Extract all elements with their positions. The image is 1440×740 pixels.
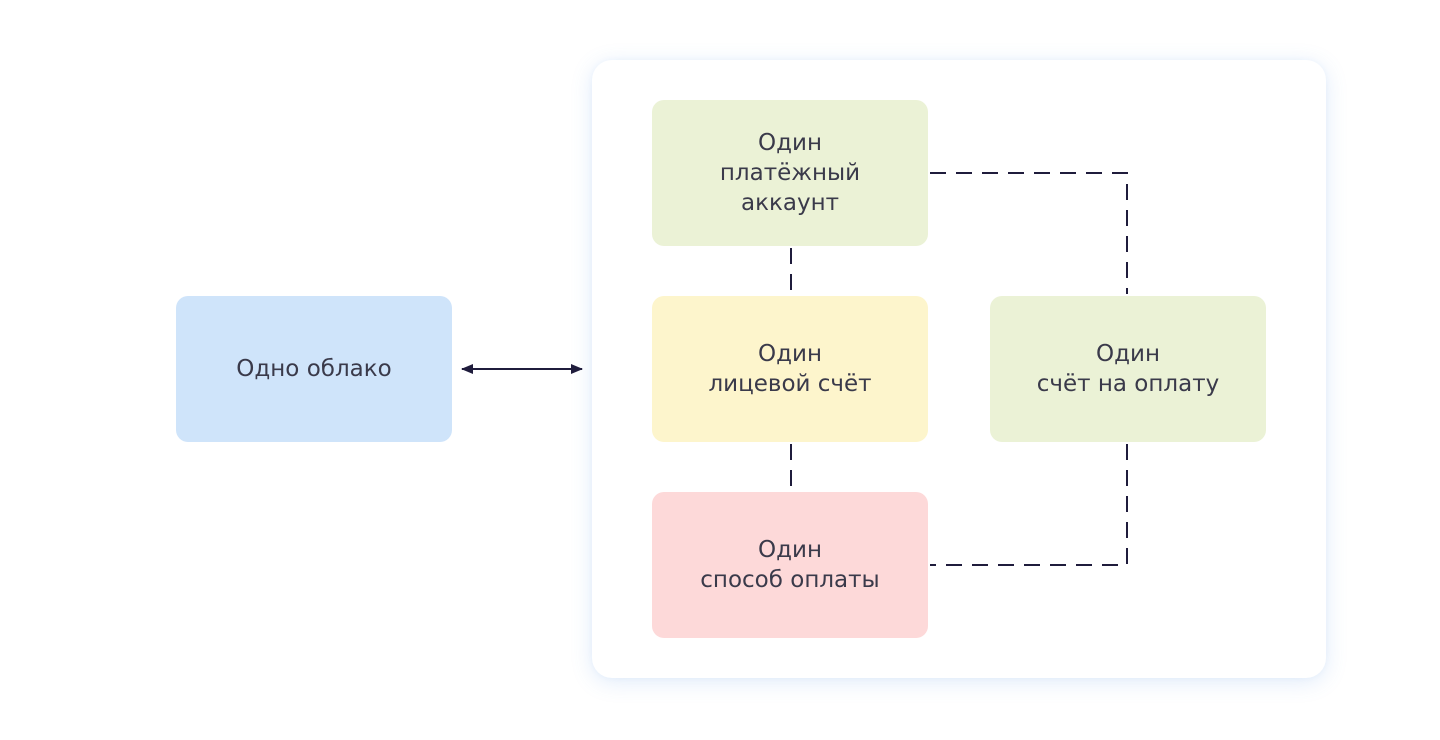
node-personal-account: Один лицевой счёт (652, 296, 928, 442)
dashed-link-invoice-to-method (930, 444, 1128, 566)
node-payment-method-line: Один (758, 537, 822, 563)
node-payment-account-line: Один (758, 130, 822, 156)
node-personal-account-line: Один (758, 341, 822, 367)
node-invoice-line: Один (1096, 341, 1160, 367)
node-payment-method-line: способ оплаты (700, 567, 880, 593)
node-payment-method: Один способ оплаты (652, 492, 928, 638)
node-payment-account-line: платёжный (719, 160, 861, 186)
node-invoice-line: счёт на оплату (1036, 371, 1220, 397)
dashed-link-account-to-invoice (930, 172, 1128, 294)
node-cloud-line: Одно облако (236, 356, 392, 382)
node-personal-account-line: лицевой счёт (708, 371, 872, 397)
node-payment-account-line: аккаунт (740, 190, 840, 216)
node-cloud: Одно облако (176, 296, 452, 442)
node-payment-account: Один платёжный аккаунт (652, 100, 928, 246)
node-invoice: Один счёт на оплату (990, 296, 1266, 442)
